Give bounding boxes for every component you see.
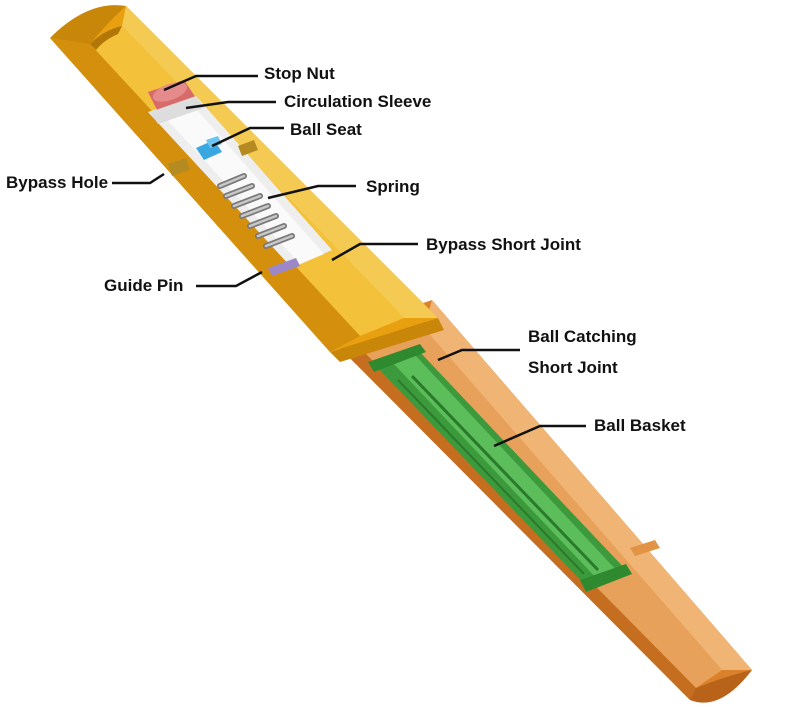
label-ball-basket: Ball Basket [594,416,686,435]
guide-pin [268,258,300,276]
label-ball-catching-short-joint-line2: Short Joint [528,358,618,377]
leader-bypass-hole [112,172,165,185]
label-circulation-sleeve: Circulation Sleeve [284,92,432,111]
leader-stop-nut [163,74,258,92]
label-bypass-hole: Bypass Hole [6,173,109,192]
ball-basket [368,344,632,592]
label-spring: Spring [366,177,420,196]
stop-nut [148,80,196,112]
leader-bypass-short-joint [331,242,418,262]
label-ball-catching-short-joint-line1: Ball Catching [528,327,637,346]
bypass-hole-left [168,158,190,176]
leader-lines [112,74,586,448]
leader-ball-catching [437,348,520,362]
leader-ball-seat [211,126,284,148]
spring [217,173,295,249]
label-ball-seat: Ball Seat [290,120,362,139]
label-bypass-short-joint: Bypass Short Joint [426,235,581,254]
label-stop-nut: Stop Nut [264,64,335,83]
label-guide-pin: Guide Pin [104,276,184,295]
circulation-sleeve [150,96,204,124]
leader-spring [267,184,356,200]
leader-circulation-sleeve [185,100,276,110]
leader-ball-basket [493,424,586,448]
bypass-hole-right [238,140,258,156]
leader-guide-pin [196,270,263,288]
